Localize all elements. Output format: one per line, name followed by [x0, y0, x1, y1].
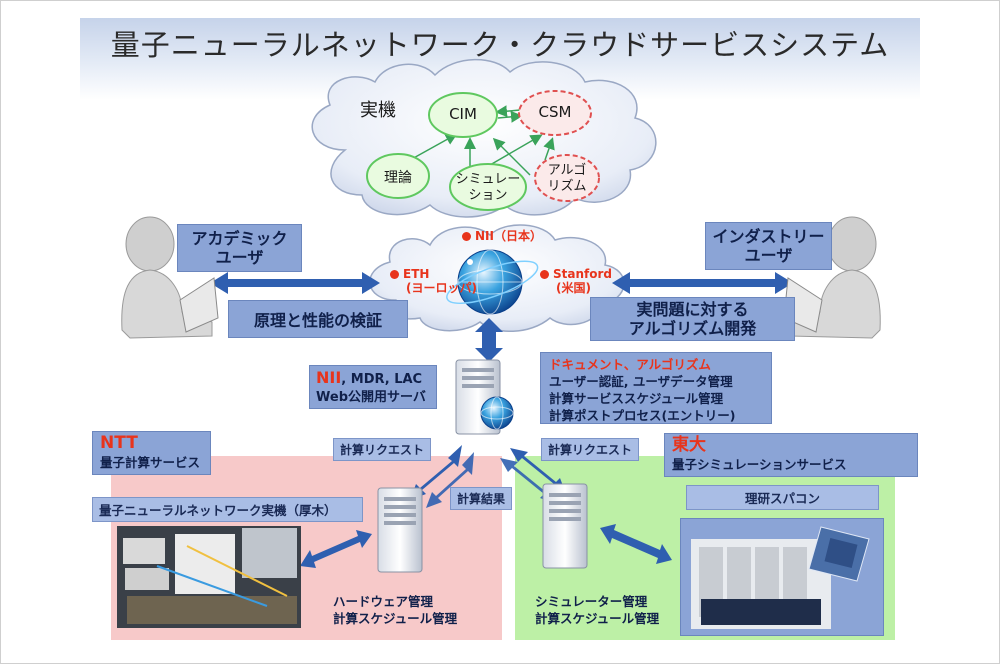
cim-node	[428, 92, 498, 138]
csm-node	[518, 90, 592, 136]
slide-title: 量子ニューラルネットワーク・クラウドサービスシステム	[110, 28, 890, 62]
theory-label: 理論	[384, 170, 412, 186]
industry-user-box: インダストリーユーザ	[705, 222, 832, 270]
ntt-server-icon	[377, 487, 423, 573]
feature-item: ユーザー認証, ユーザデータ管理	[549, 374, 733, 389]
cloud-arrows	[409, 105, 555, 176]
industry-arrow	[612, 272, 793, 294]
ntt-management: ハードウェア管理計算スケジュール管理	[333, 594, 458, 626]
eth-node: ETH(ヨーロッパ)	[390, 267, 477, 295]
algorithm-label: アルゴ リズム	[547, 163, 587, 194]
request-arrows-left	[410, 445, 474, 508]
ntt-device-photo	[117, 526, 301, 628]
eth-dot	[390, 270, 399, 279]
feature-item: 計算ポストプロセス(エントリー)	[549, 408, 736, 423]
todai-management: シミュレーター管理計算スケジュール管理	[535, 594, 660, 626]
nii-node: NII（日本）	[462, 229, 542, 243]
cloud-server-arrow	[475, 318, 503, 362]
simulation-label: シミュレー ション	[455, 172, 521, 203]
web-server-features: ドキュメント、アルゴリズム ユーザー認証, ユーザデータ管理 計算サービススケジ…	[540, 352, 772, 424]
features-highlight: ドキュメント、アルゴリズム	[549, 357, 711, 372]
nii-dot	[462, 232, 471, 241]
real-device-label: 実機	[360, 100, 396, 121]
web-server-icon	[455, 359, 514, 435]
todai-device-photo	[680, 518, 884, 636]
ntt-device-arrow	[300, 530, 372, 568]
ntt-device-label: 量子ニューラルネットワーク実機（厚木）	[92, 497, 363, 522]
stanford-node: Stanford(米国)	[540, 267, 612, 295]
algorithm-node	[534, 154, 600, 202]
cim-label: CIM	[449, 105, 477, 123]
todai-device-label: 理研スパコン	[686, 485, 879, 510]
academic-purpose-box: 原理と性能の検証	[228, 300, 408, 338]
ntt-box: NTT 量子計算サービス	[92, 431, 211, 475]
industry-purpose-box: 実問題に対するアルゴリズム開発	[590, 297, 795, 341]
academic-user-figure	[121, 216, 219, 339]
simulation-node	[449, 163, 527, 211]
result-label: 計算結果	[450, 487, 513, 510]
csm-label: CSM	[538, 103, 572, 121]
todai-device-arrow	[600, 524, 672, 564]
request-arrows-right	[500, 448, 566, 504]
todai-server-icon	[542, 483, 588, 569]
web-server-label: NII, MDR, LAC Web公開用サーバ	[309, 365, 437, 409]
theory-node	[366, 153, 430, 199]
academic-user-box: アカデミックユーザ	[177, 224, 302, 272]
stanford-dot	[540, 270, 549, 279]
request-label-right: 計算リクエスト	[541, 438, 640, 461]
globe-icon	[446, 249, 539, 315]
feature-item: 計算サービススケジュール管理	[549, 391, 724, 406]
request-label-left: 計算リクエスト	[333, 438, 432, 461]
todai-box: 東大 量子シミュレーションサービス	[664, 433, 918, 477]
academic-arrow	[210, 272, 380, 294]
